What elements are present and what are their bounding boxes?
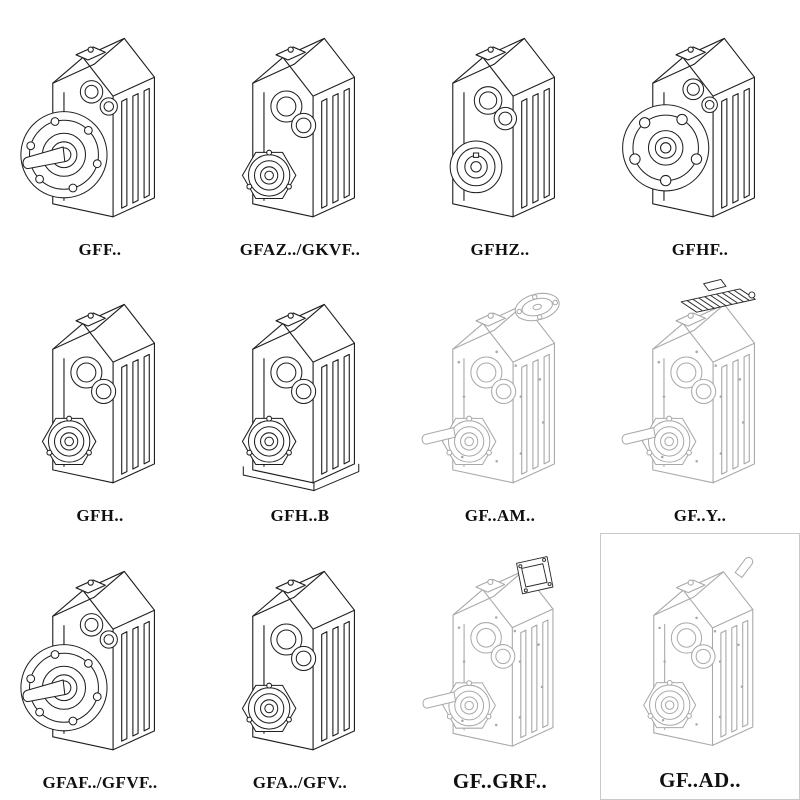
- catalog-item-gfhf: GFHF..: [600, 0, 800, 267]
- gearbox-illustration: [200, 533, 400, 772]
- shaft-mounted-gearbox-icon: [214, 10, 386, 230]
- catalog-item-gfaz-gkvf: GFAZ../GKVF..: [200, 0, 400, 267]
- gearbox-illustration: [0, 533, 200, 772]
- gearbox-with-mounted-motor-icon: [614, 276, 786, 496]
- catalog-item-gfh-b: GFH..B: [200, 267, 400, 534]
- catalog-item-gfaf-gfvf: GFAF../GFVF..: [0, 533, 200, 800]
- gearbox-illustration: [200, 267, 400, 506]
- model-label: GF..AD..: [659, 767, 741, 792]
- gearbox-illustration: [600, 267, 800, 506]
- model-label: GF..GRF..: [452, 768, 548, 793]
- shaft-mounted-gearbox-icon: [214, 543, 386, 763]
- gearbox-with-input-adapter-shaft-icon: [616, 544, 784, 758]
- catalog-item-gf-am: GF..AM..: [400, 267, 600, 534]
- model-label: GFF..: [78, 239, 122, 259]
- catalog-item-gf-ad: GF..AD..: [600, 533, 800, 800]
- gearbox-illustration: [601, 534, 799, 767]
- model-label: GFHF..: [671, 239, 729, 259]
- model-label: GFA../GFV..: [252, 773, 348, 793]
- hollow-shaft-gearbox-icon: [414, 10, 586, 230]
- gearbox-illustration: [0, 0, 200, 239]
- flange-mounted-gearbox-with-shaft-icon: [14, 10, 186, 230]
- catalog-item-gf-y: GF..Y..: [600, 267, 800, 534]
- model-label: GF..Y..: [673, 506, 727, 526]
- gearbox-with-motor-adapter-flange-icon: [414, 276, 586, 496]
- model-label: GFAF../GFVF..: [42, 773, 158, 793]
- gearbox-illustration: [200, 0, 400, 239]
- model-label: GFH..B: [270, 506, 330, 526]
- catalog-item-gf-grf: GF..GRF..: [400, 533, 600, 800]
- shaft-mounted-gearbox-icon: [14, 276, 186, 496]
- gearbox-illustration: [0, 267, 200, 506]
- catalog-item-gff: GFF..: [0, 0, 200, 267]
- gearbox-illustration: [400, 267, 600, 506]
- gearbox-with-adapter-housing-icon: [415, 543, 584, 759]
- flange-mounted-gearbox-with-shaft-icon: [14, 543, 186, 763]
- model-label: GF..AM..: [464, 506, 536, 526]
- catalog-item-gfa-gfv: GFA../GFV..: [200, 533, 400, 800]
- model-label: GFAZ../GKVF..: [239, 239, 361, 259]
- gearbox-illustration: [400, 533, 600, 768]
- foot-mounted-gearbox-icon: [214, 276, 386, 496]
- gearbox-illustration: [600, 0, 800, 239]
- catalog-item-gfhz: GFHZ..: [400, 0, 600, 267]
- catalog-item-gfh: GFH..: [0, 267, 200, 534]
- gearbox-illustration: [400, 0, 600, 239]
- flange-mounted-hollow-gearbox-icon: [614, 10, 786, 230]
- model-label: GFH..: [76, 506, 124, 526]
- model-label: GFHZ..: [470, 239, 530, 259]
